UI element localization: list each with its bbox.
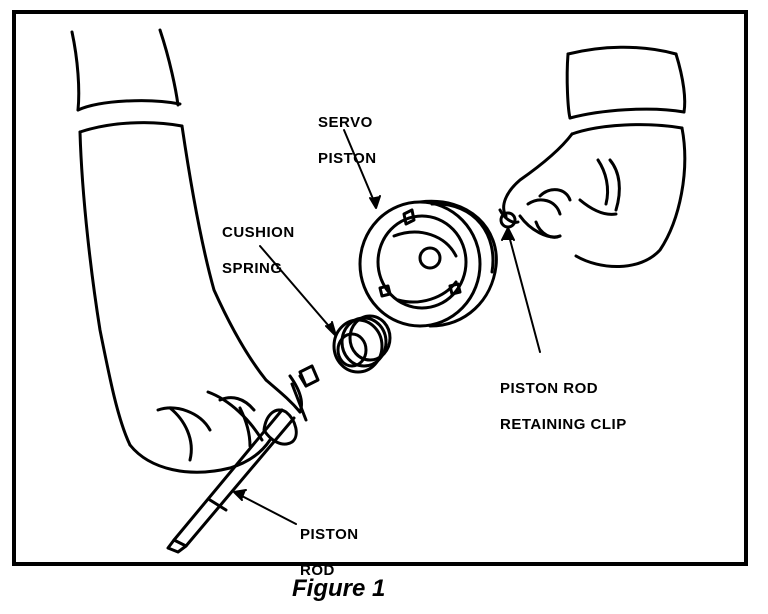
retaining-clip-label: PISTON ROD RETAINING CLIP	[500, 362, 627, 452]
piston-rod-label-line2: ROD	[300, 562, 335, 579]
servo-piston-label-line1: SERVO	[318, 114, 373, 131]
retaining-clip-label-line2: RETAINING CLIP	[500, 416, 627, 433]
right-hand	[498, 45, 687, 268]
piston-rod-label: PISTON ROD	[300, 508, 359, 598]
piston-rod-label-line1: PISTON	[300, 526, 359, 543]
servo-piston-label: SERVO PISTON	[318, 96, 377, 186]
left-hand	[70, 28, 302, 474]
cushion-spring-label-line2: SPRING	[222, 260, 283, 277]
cushion-spring	[332, 314, 392, 374]
figure-frame	[12, 10, 748, 566]
piston-rod	[166, 364, 320, 554]
figure-caption: Figure 1	[292, 575, 386, 602]
servo-piston	[358, 199, 498, 328]
cushion-spring-label: CUSHION SPRING	[222, 206, 295, 296]
cushion-spring-label-line1: CUSHION	[222, 224, 295, 241]
leader-lines	[233, 129, 541, 525]
retaining-clip-label-line1: PISTON ROD	[500, 380, 599, 397]
servo-piston-label-line2: PISTON	[318, 150, 377, 167]
